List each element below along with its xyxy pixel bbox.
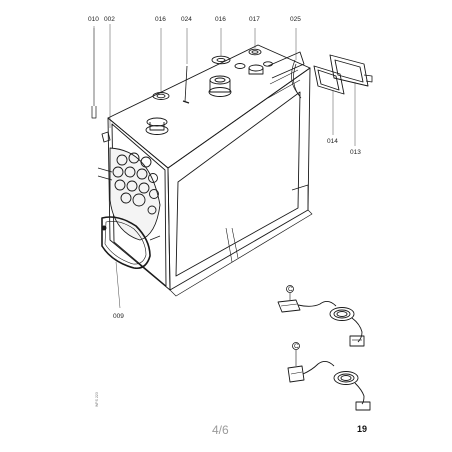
- gasket-014: [313, 65, 345, 95]
- callout-013: 013: [350, 149, 361, 156]
- callout-024: 024: [181, 16, 192, 23]
- drawing-code: WPS 223: [95, 392, 99, 407]
- cable-harness-bottom: [287, 342, 371, 411]
- sheet-number: 19: [357, 424, 368, 434]
- callout-016-right: 016: [215, 16, 226, 23]
- callout-002: 002: [104, 16, 115, 23]
- callout-025: 025: [290, 16, 301, 23]
- cable-marker-bottom: C: [294, 343, 299, 350]
- callout-010: 010: [88, 16, 99, 23]
- rear-flange: [101, 216, 151, 270]
- top-fittings: [145, 48, 273, 135]
- callout-014: 014: [327, 138, 338, 145]
- clip-002: [101, 131, 111, 143]
- callout-009: 009: [113, 313, 124, 320]
- inspection-cover-013: [329, 54, 373, 87]
- boiler-body: [107, 44, 313, 297]
- bolt-010: [91, 28, 97, 119]
- callout-016-left: 016: [155, 16, 166, 23]
- cable-harness-top: [277, 285, 365, 347]
- callout-017: 017: [249, 16, 260, 23]
- cable-marker-top: C: [288, 286, 293, 293]
- page-indicator: 4/6: [212, 423, 229, 437]
- front-tube-plate: [97, 147, 161, 241]
- leader-lines: [93, 24, 356, 309]
